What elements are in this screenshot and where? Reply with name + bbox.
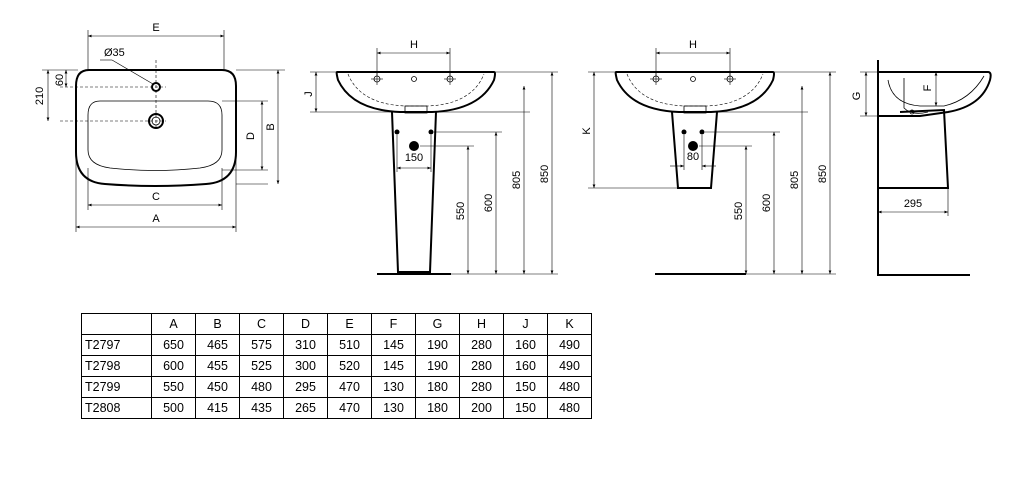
table-cell: 280 — [459, 355, 504, 377]
model-cell: T2797 — [81, 334, 152, 356]
table-cell: 200 — [459, 397, 504, 419]
table-cell: 490 — [547, 355, 592, 377]
table-header-cell: E — [327, 313, 372, 335]
table-cell: 650 — [151, 334, 196, 356]
table-cell: 190 — [415, 355, 460, 377]
model-cell: T2808 — [81, 397, 152, 419]
dim-210-label: 210 — [34, 87, 46, 105]
table-cell: 470 — [327, 397, 372, 419]
semi-basin — [614, 71, 775, 113]
table-header-cell: H — [459, 313, 504, 335]
table-cell: 310 — [283, 334, 328, 356]
semi-dim-h-label: H — [689, 39, 697, 51]
table-cell: 415 — [195, 397, 240, 419]
table-cell: 520 — [327, 355, 372, 377]
front-pedestal — [391, 111, 437, 273]
table-cell: 280 — [459, 376, 504, 398]
front-dim-805-label: 805 — [511, 171, 523, 189]
model-cell: T2798 — [81, 355, 152, 377]
table-cell: 145 — [371, 334, 416, 356]
table-cell: 130 — [371, 397, 416, 419]
front-dim-j-label: J — [303, 91, 315, 97]
table-cell: 160 — [503, 355, 548, 377]
table-cell: 180 — [415, 397, 460, 419]
table-cell: 490 — [547, 334, 592, 356]
table-cell: 455 — [195, 355, 240, 377]
table-cell: 550 — [151, 376, 196, 398]
table-header-cell: C — [239, 313, 284, 335]
table-cell: 470 — [327, 376, 372, 398]
table-cell: 295 — [283, 376, 328, 398]
side-dim-g-label: G — [851, 92, 863, 101]
table-header-cell: G — [415, 313, 460, 335]
table-cell: 130 — [371, 376, 416, 398]
front-dim-h-label: H — [410, 39, 418, 51]
table-cell: 575 — [239, 334, 284, 356]
table-cell: 145 — [371, 355, 416, 377]
semi-pedestal — [671, 111, 718, 189]
table-cell: 480 — [547, 376, 592, 398]
semi-dim-600-label: 600 — [761, 194, 773, 212]
front-view: H J 150 550 600 805 850 — [303, 39, 558, 275]
table-header-cell: J — [503, 313, 548, 335]
table-cell: 190 — [415, 334, 460, 356]
table-cell: 150 — [503, 397, 548, 419]
table-cell: 300 — [283, 355, 328, 377]
front-dim-600-label: 600 — [483, 194, 495, 212]
table-cell: 600 — [151, 355, 196, 377]
table-cell: 480 — [239, 376, 284, 398]
front-dim-150-label: 150 — [405, 152, 423, 164]
front-basin — [335, 71, 496, 113]
dim-e-label: E — [152, 22, 159, 34]
dim-b-label: B — [265, 123, 277, 130]
dim-a-label: A — [152, 213, 160, 225]
side-semi-pedestal — [878, 108, 950, 189]
semi-pedestal-view: H K 80 550 600 805 850 — [581, 39, 836, 275]
table-header-cell — [81, 313, 152, 335]
dim-c-label: C — [152, 191, 160, 203]
table-header-cell: F — [371, 313, 416, 335]
front-dim-850-label: 850 — [539, 165, 551, 183]
side-dim-f-label: F — [922, 84, 934, 91]
front-dim-550-label: 550 — [455, 202, 467, 220]
semi-dim-805-label: 805 — [789, 171, 801, 189]
semi-dim-k-label: K — [581, 127, 593, 135]
side-dim-295-label: 295 — [904, 198, 922, 210]
plan-view: E Ø35 60 210 D B C A — [34, 22, 285, 232]
table-cell: 265 — [283, 397, 328, 419]
semi-dim-550-label: 550 — [733, 202, 745, 220]
table-header-cell: A — [151, 313, 196, 335]
table-cell: 465 — [195, 334, 240, 356]
table-header-cell: K — [547, 313, 592, 335]
dim-60-label: 60 — [54, 74, 66, 86]
table-cell: 160 — [503, 334, 548, 356]
table-cell: 510 — [327, 334, 372, 356]
table-cell: 280 — [459, 334, 504, 356]
table-cell: 150 — [503, 376, 548, 398]
table-header-cell: D — [283, 313, 328, 335]
technical-drawing: E Ø35 60 210 D B C A — [34, 22, 992, 276]
table-cell: 450 — [195, 376, 240, 398]
basin-outline — [75, 69, 237, 187]
semi-dim-80-label: 80 — [687, 151, 699, 163]
dim-hole-label: Ø35 — [104, 47, 125, 59]
table-header-cell: B — [195, 313, 240, 335]
side-basin — [878, 71, 992, 117]
table-cell: 435 — [239, 397, 284, 419]
table-cell: 500 — [151, 397, 196, 419]
side-view: G F 295 — [851, 60, 992, 276]
semi-dim-850-label: 850 — [817, 165, 829, 183]
dim-d-label: D — [245, 132, 257, 140]
table-cell: 480 — [547, 397, 592, 419]
model-cell: T2799 — [81, 376, 152, 398]
table-cell: 180 — [415, 376, 460, 398]
table-cell: 525 — [239, 355, 284, 377]
bowl-outline — [87, 100, 223, 171]
